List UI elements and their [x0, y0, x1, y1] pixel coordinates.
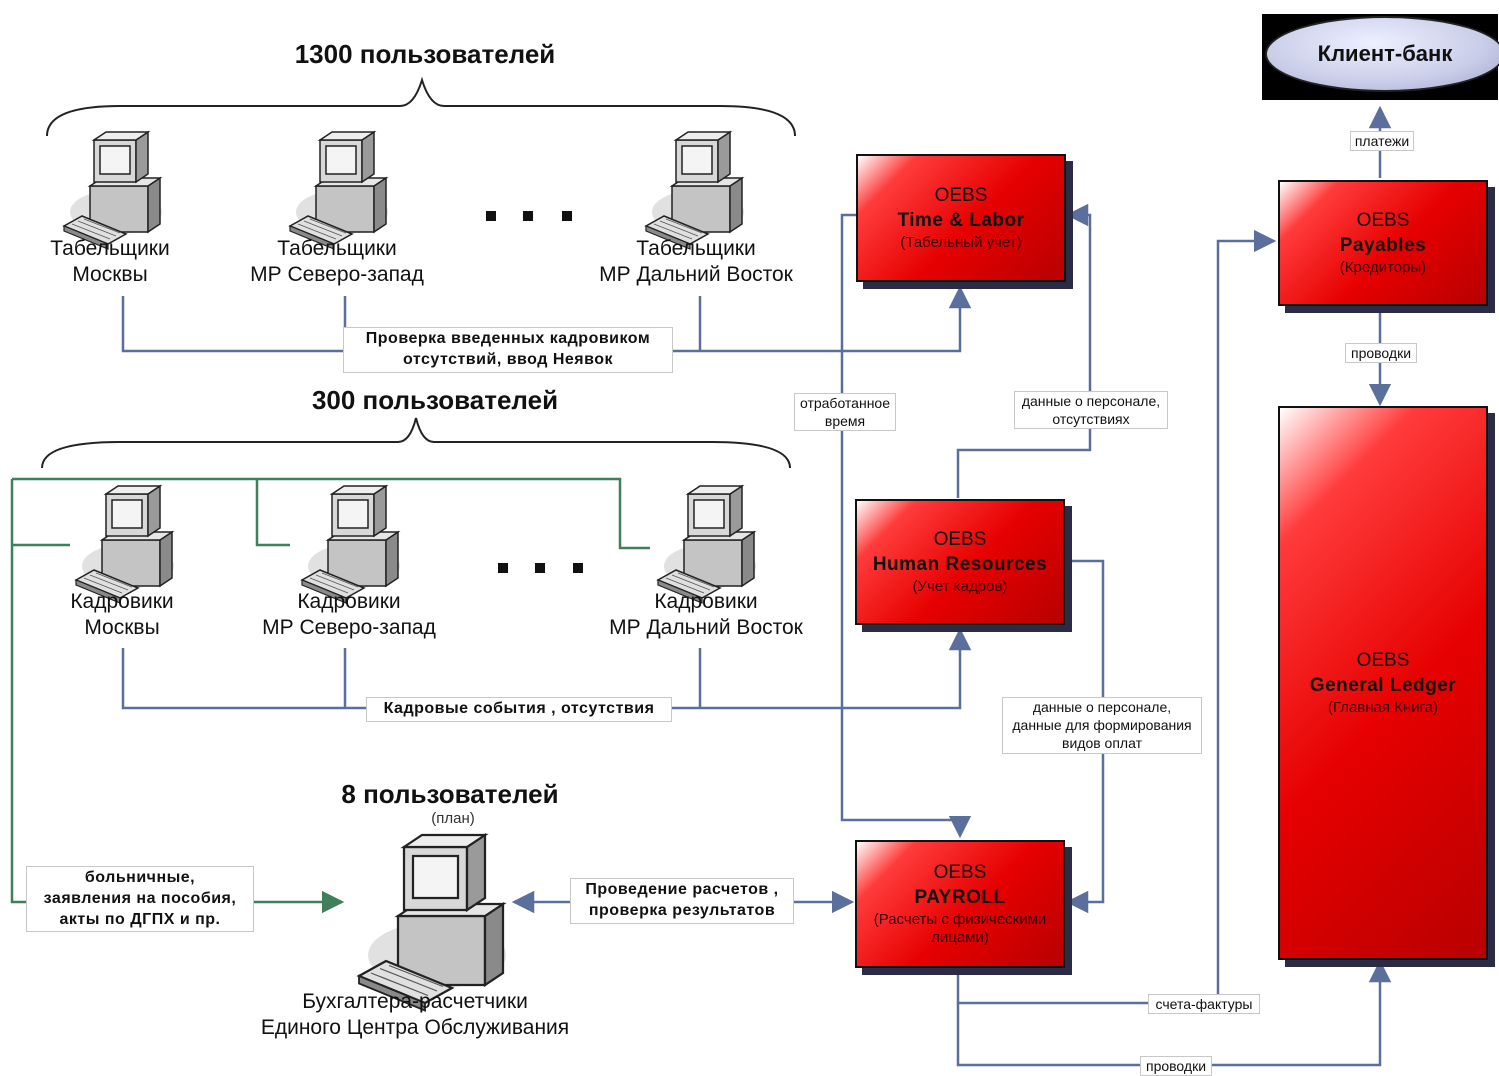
system-human-resources: OEBS Human Resources (Учет кадров)	[855, 499, 1065, 625]
ellipsis-dots-2	[498, 563, 583, 573]
system-payables: OEBS Payables (Кредиторы)	[1278, 180, 1488, 306]
client-bank-label: Клиент-банк	[1265, 16, 1499, 92]
flow-label-sick-leave: больничные,заявления на пособия,акты по …	[26, 866, 254, 933]
flow-label-invoices: счета-фактуры	[1148, 994, 1260, 1015]
group-title-300: 300 пользователей	[311, 385, 559, 415]
computer-icon-tab-moscow	[63, 131, 163, 250]
system-payroll: OEBS PAYROLL (Расчеты с физическими лица…	[855, 840, 1065, 968]
group-note-plan: (план)	[431, 810, 475, 827]
brace-1300	[46, 76, 796, 137]
computer-icon-hr-fe	[657, 485, 757, 604]
computer-icon-hr-nw	[301, 485, 401, 604]
computer-icon-tab-nw	[289, 131, 389, 250]
flow-label-payments: платежи	[1350, 131, 1414, 152]
connector-hr-to-tl	[956, 203, 1092, 498]
flow-label-postings-ap: проводки	[1345, 343, 1417, 364]
group-title-1300: 1300 пользователей	[294, 39, 556, 69]
flow-label-hr-events: Кадровые события , отсутствия	[366, 697, 672, 722]
connector-sick-leave	[10, 479, 345, 914]
computer-icon-accountants	[357, 833, 508, 1012]
flow-label-staff-pay: данные о персонале,данные для формирован…	[1002, 697, 1202, 754]
client-bank: Клиент-банк	[1262, 14, 1499, 100]
flow-label-postings-payroll: проводки	[1140, 1056, 1212, 1076]
group-title-8: 8 пользователей	[341, 779, 559, 809]
flow-label-calc: Проведение расчетов ,проверка результато…	[570, 878, 794, 924]
flow-label-staff-absences: данные о персонале,отсутствиях	[1014, 391, 1168, 430]
computer-icon-tab-fe	[645, 131, 745, 250]
computer-icon-hr-moscow	[75, 485, 175, 604]
brace-300	[41, 417, 791, 469]
system-time-labor: OEBS Time & Labor (Табельный учет)	[856, 154, 1066, 282]
connector-worked-time	[840, 213, 972, 839]
ellipsis-dots-1	[486, 211, 572, 221]
system-general-ledger: OEBS General Ledger (Главная Книга)	[1278, 406, 1488, 960]
